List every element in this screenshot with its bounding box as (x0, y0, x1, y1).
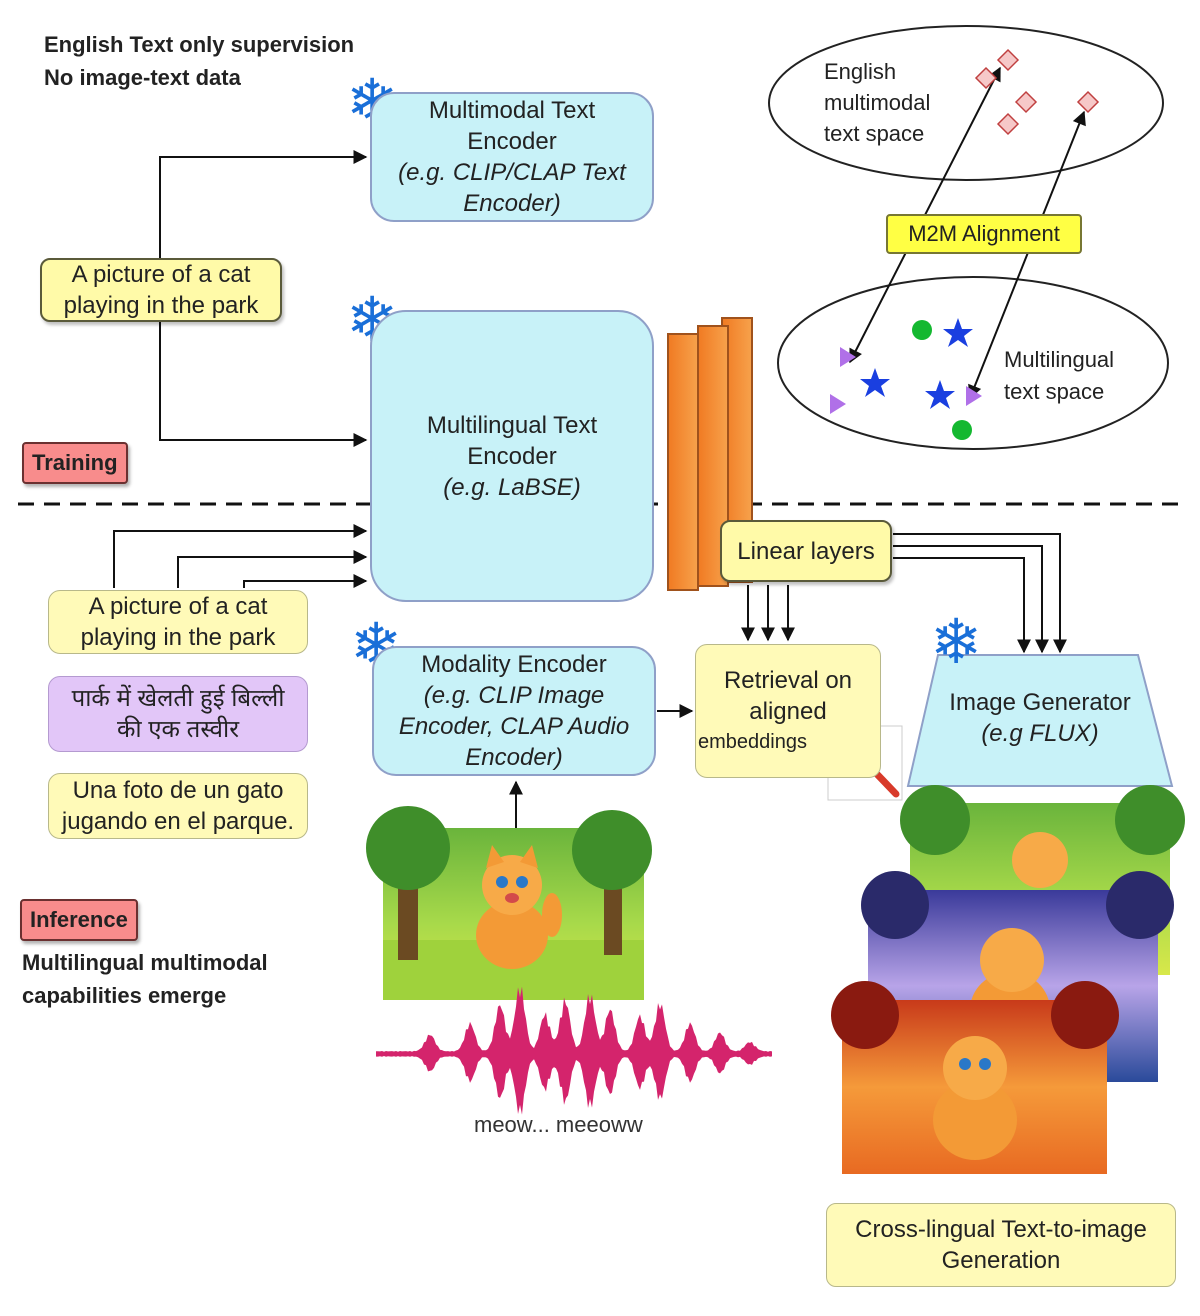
multilingual-space-label: Multilingual text space (1004, 344, 1114, 408)
diamond-icon (974, 48, 1100, 136)
spanish-caption-line2: jugando en el parque. (61, 808, 295, 835)
generated-image-red (831, 981, 1119, 1174)
hindi-caption: पार्क में खेलती हुई बिल्ली की एक तस्वीर (48, 676, 308, 752)
inference-note-line1: Multilingual multimodal (22, 950, 268, 975)
modality-encoder-title: Modality Encoder (421, 651, 607, 678)
english-space-line1: English (824, 59, 897, 84)
snowflake-icon: ❄ (930, 608, 982, 677)
image-generator-shape (906, 654, 1174, 787)
spanish-caption: Una foto de un gato jugando en el parque… (48, 773, 308, 839)
multimodal-text-encoder: Multimodal Text Encoder (e.g. CLIP/CLAP … (370, 92, 654, 222)
linear-to-generator-arrows (893, 533, 1067, 654)
image-generator: Image Generator (e.g FLUX) (920, 682, 1160, 754)
retrieval-line3: embeddings (698, 731, 807, 753)
m2m-alignment-label: M2M Alignment (886, 214, 1082, 254)
english-space-line3: text space (824, 121, 925, 146)
linear-to-retrieval-arrows (741, 585, 795, 642)
english-space-line2: multimodal (824, 90, 931, 115)
multilingual-text-encoder: Multilingual Text Encoder (e.g. LaBSE) (370, 310, 654, 602)
star-icon (860, 318, 973, 409)
cross-lingual-line1: Cross-lingual Text-to-image (855, 1216, 1147, 1243)
english-caption-line2: playing in the park (80, 624, 276, 651)
hindi-caption-line2: की एक तस्वीर (116, 716, 240, 743)
inference-note: Multilingual multimodal capabilities eme… (22, 946, 268, 1012)
multilingual-encoder-subtitle: Encoder (467, 442, 557, 470)
modality-encoder: Modality Encoder (e.g. CLIP Image Encode… (372, 646, 656, 776)
training-note: English Text only supervision No image-t… (44, 28, 354, 94)
inference-tag: Inference (20, 899, 138, 941)
modality-encoder-example: (e.g. CLIP Image (423, 682, 605, 709)
image-generator-title: Image Generator (949, 689, 1131, 716)
generated-image-stack (831, 785, 1185, 1174)
training-note-line2: No image-text data (44, 65, 241, 90)
circle-icon (912, 320, 972, 440)
english-caption: A picture of a cat playing in the park (48, 590, 308, 654)
modality-encoder-example-cont: Encoder, CLAP Audio (398, 713, 630, 740)
linear-layers-blocks (667, 317, 753, 591)
multimodal-encoder-subtitle: Encoder (467, 128, 557, 155)
multilingual-space-line1: Multilingual (1004, 347, 1115, 372)
modality-encoder-example-end: Encoder) (465, 744, 563, 771)
cross-lingual-generation-label: Cross-lingual Text-to-image Generation (826, 1203, 1176, 1287)
multilingual-encoder-title: Multilingual Text (426, 411, 598, 439)
training-arrows (159, 150, 368, 447)
training-caption: A picture of a cat playing in the park (40, 258, 282, 322)
multimodal-encoder-title: Multimodal Text (428, 97, 596, 124)
english-space-label: English multimodal text space (824, 56, 930, 149)
multimodal-encoder-example-cont: Encoder) (463, 190, 561, 217)
multilingual-encoder-example: (e.g. LaBSE) (443, 473, 581, 501)
training-note-line1: English Text only supervision (44, 32, 355, 57)
cross-lingual-line2: Generation (941, 1247, 1061, 1274)
retrieval-line2: aligned (749, 698, 827, 725)
multimodal-encoder-example: (e.g. CLIP/CLAP Text (398, 159, 626, 186)
training-tag: Training (22, 442, 128, 484)
cat-image-input (366, 806, 652, 1000)
training-caption-line2: playing in the park (63, 292, 259, 319)
image-generator-example: (e.g FLUX) (981, 720, 1099, 747)
spanish-caption-line1: Una foto de un gato (72, 777, 284, 804)
hindi-caption-line1: पार्क में खेलती हुई बिल्ली (71, 685, 285, 712)
multilingual-space-line2: text space (1004, 379, 1105, 404)
triangle-icon (830, 347, 982, 414)
inference-note-line2: capabilities emerge (22, 983, 227, 1008)
training-caption-line1: A picture of a cat (71, 261, 251, 288)
audio-caption: meow... meeoww (474, 1112, 643, 1137)
inference-caption-arrows (113, 524, 368, 588)
audio-waveform (376, 986, 772, 1115)
retrieval-box: Retrieval on aligned embeddings (695, 644, 881, 778)
linear-layers-label: Linear layers (720, 520, 892, 582)
retrieval-line1: Retrieval on (723, 667, 853, 694)
english-caption-line1: A picture of a cat (88, 593, 268, 620)
